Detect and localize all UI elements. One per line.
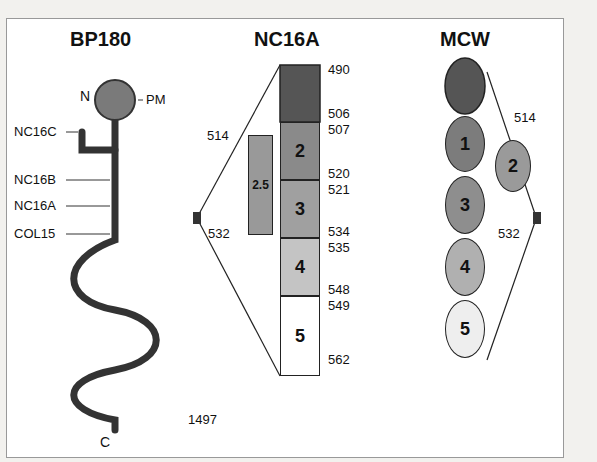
callout-label: 549: [328, 298, 350, 313]
epitope-number: 4: [295, 257, 305, 278]
callout-label: 506: [328, 106, 350, 121]
epitope-number: 5: [295, 326, 305, 347]
epitope-oval: 4: [445, 238, 485, 296]
epitope-oval: 5: [445, 300, 485, 358]
callout-label: 562: [328, 352, 350, 367]
epitope-number: 1: [460, 134, 470, 155]
epitope-number: 4: [460, 257, 470, 278]
epitope-number: 3: [295, 199, 305, 220]
epitope-number: 2: [295, 141, 305, 162]
callout-label: 534: [328, 224, 350, 239]
panel-title: BP180: [70, 28, 131, 50]
epitope-segment: 2: [280, 122, 320, 180]
callout-label: N: [80, 88, 90, 104]
epitope-oval: 2: [495, 140, 531, 192]
callout-label: 507: [328, 122, 350, 137]
callout-label: 532: [208, 226, 230, 241]
panel-title: MCW: [440, 28, 490, 50]
callout-label: NC16C: [14, 124, 57, 139]
callout-label: NC16B: [14, 172, 56, 187]
callout-label: COL15: [14, 226, 55, 241]
callout-label: 532: [498, 226, 520, 241]
callout-label: 1497: [188, 412, 217, 427]
epitope-number: 2.5: [252, 178, 269, 192]
epitope-number: 2: [508, 156, 518, 177]
epitope-number: 3: [460, 195, 470, 216]
epitope-segment: 3: [280, 180, 320, 238]
epitope-number: 5: [460, 319, 470, 340]
callout-label: NC16A: [14, 198, 56, 213]
panel-title: NC16A: [254, 28, 320, 50]
epitope-oval: 3: [445, 176, 485, 234]
epitope-segment: 5: [280, 296, 320, 376]
epitope-segment: 4: [280, 238, 320, 296]
callout-label: 521: [328, 182, 350, 197]
callout-label: PM: [146, 92, 166, 107]
callout-label: 490: [328, 62, 350, 77]
epitope-oval: 1: [445, 116, 485, 172]
callout-label: 520: [328, 166, 350, 181]
callout-label: 548: [328, 282, 350, 297]
callout-label: 514: [514, 110, 536, 125]
callout-label: 535: [328, 240, 350, 255]
callout-label: C: [100, 434, 110, 450]
callout-label: 514: [207, 128, 229, 143]
epitope-segment: 2.5: [248, 135, 273, 235]
